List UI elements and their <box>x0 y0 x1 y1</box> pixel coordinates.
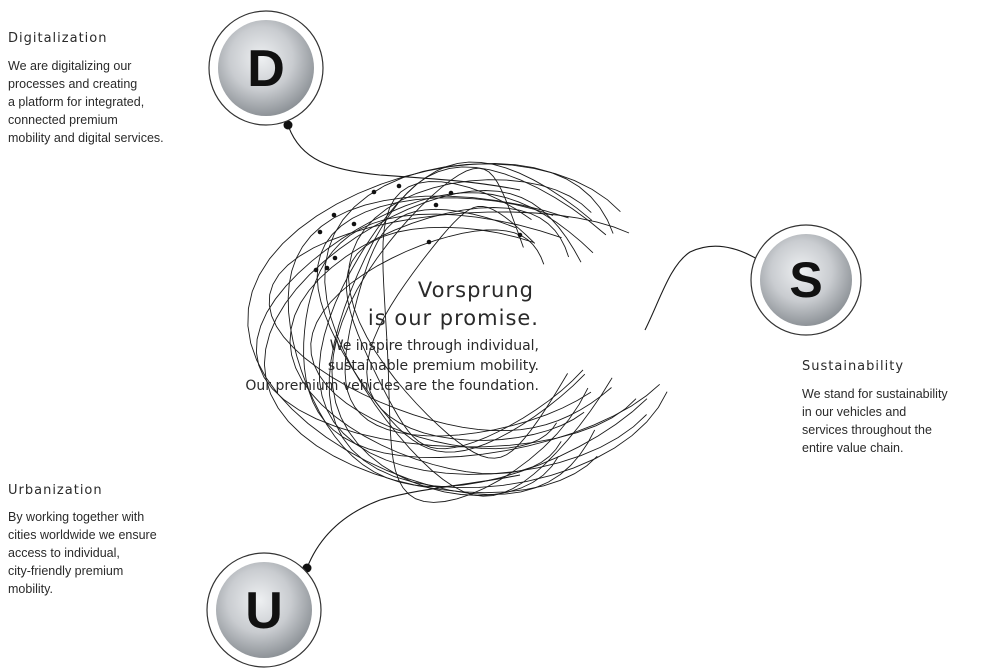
title-sustainability: Sustainability <box>802 359 905 374</box>
swirl-line <box>328 166 668 489</box>
connectors <box>287 124 763 569</box>
swirl-line <box>310 229 557 450</box>
circle-digitalization: D <box>208 10 324 126</box>
promise-headline-line1: Vorsprung <box>417 278 534 302</box>
swirl-dot <box>426 239 432 245</box>
promise-body-line2: sustainable premium mobility. <box>327 358 539 374</box>
swirl-line <box>255 192 637 448</box>
swirl-dot <box>448 190 454 196</box>
swirl-line <box>247 163 614 496</box>
promise-headline-line2: is our promise. <box>367 306 539 330</box>
swirl-lines <box>247 161 668 503</box>
connector-sustainability <box>644 245 763 331</box>
swirl-line <box>316 197 586 453</box>
swirl-line <box>331 167 559 496</box>
swirl-line <box>289 207 570 475</box>
swirl-line <box>268 211 630 432</box>
swirl-dot <box>324 265 330 271</box>
swirl-dot <box>433 202 439 208</box>
swirl-line <box>348 179 592 459</box>
swirl-line <box>366 205 585 441</box>
letter-d: D <box>247 40 285 98</box>
swirl-dot <box>317 229 323 235</box>
description-urbanization: By working together with cities worldwid… <box>8 510 157 596</box>
swirl-dot <box>332 255 338 261</box>
swirl-dot <box>371 189 377 195</box>
swirl-dot <box>331 212 337 218</box>
letter-s: S <box>789 252 822 308</box>
circle-urbanization: U <box>206 552 322 668</box>
swirl-line <box>303 213 660 458</box>
circle-sustainability: S <box>750 224 862 336</box>
swirl-dot <box>396 183 402 189</box>
promise-body-line1: We inspire through individual, <box>329 338 539 354</box>
description-sustainability: We stand for sustainability in our vehic… <box>802 387 948 455</box>
title-digitalization: Digitalization <box>8 31 108 46</box>
description-digitalization: We are digitalizing our processes and cr… <box>8 59 164 145</box>
promise-body-line3: Our premium vehicles are the foundation. <box>245 378 539 394</box>
swirl-line <box>287 195 648 487</box>
connector-urbanization <box>306 474 521 569</box>
connector-digitalization <box>287 124 521 191</box>
letter-u: U <box>245 582 283 640</box>
title-urbanization: Urbanization <box>8 483 103 498</box>
swirl-line <box>263 190 598 494</box>
swirl-dot <box>517 232 523 238</box>
swirl-dot <box>351 221 357 227</box>
swirl-dot <box>313 267 319 273</box>
